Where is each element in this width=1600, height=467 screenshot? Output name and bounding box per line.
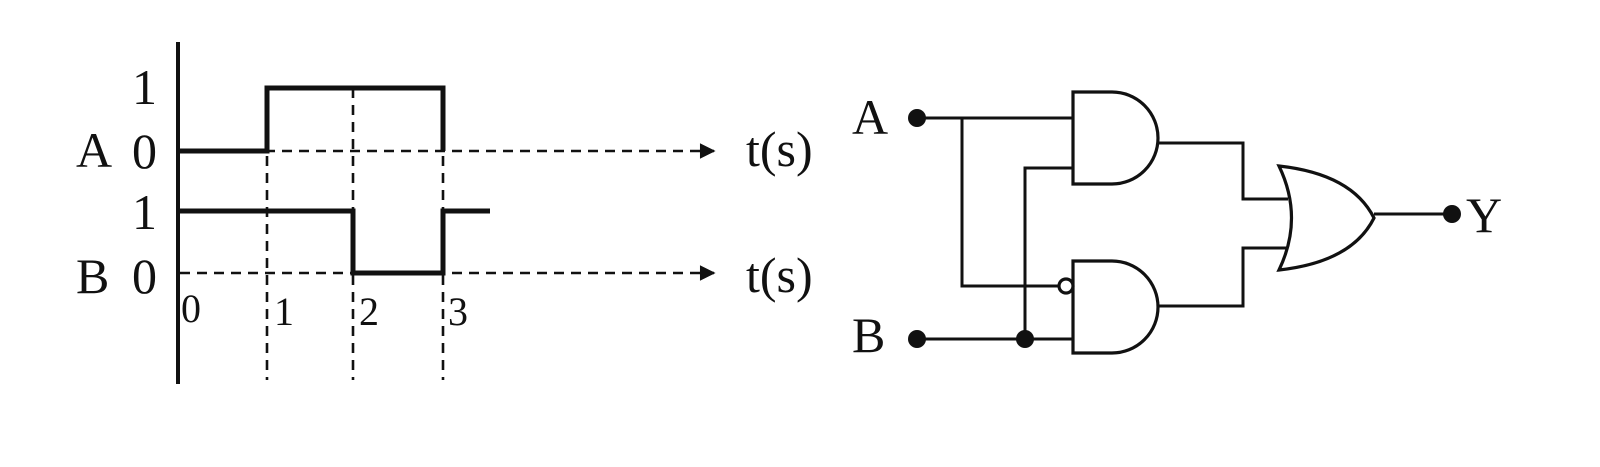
signal-b-waveform	[180, 208, 490, 276]
wire-and2-to-or	[1158, 246, 1288, 308]
time-axis-a-label: t(s)	[746, 121, 813, 177]
time-tick-2: 2	[359, 289, 379, 334]
time-tick-3: 3	[448, 289, 468, 334]
timing-diagram: A 1 0 B 1 0 t(s) t(s) 0 1 2 3	[76, 42, 813, 384]
input-a-label: A	[852, 89, 888, 145]
signal-b-high-label: 1	[132, 184, 157, 240]
or-gate	[1276, 164, 1376, 272]
inverter-bubble	[1057, 277, 1075, 295]
signal-a-waveform	[180, 85, 446, 154]
and-gate-2	[1071, 259, 1160, 355]
logic-circuit: A B Y	[852, 89, 1502, 363]
signal-a-low-label: 0	[132, 123, 157, 179]
and-gate-1	[1071, 90, 1160, 186]
time-axis-b-label: t(s)	[746, 247, 813, 303]
wire-and1-to-or	[1158, 141, 1288, 201]
time-tick-1: 1	[274, 289, 294, 334]
signal-a-high-label: 1	[132, 59, 157, 115]
wire-a-to-and2	[960, 118, 1060, 288]
time-tick-0: 0	[181, 286, 201, 331]
signal-b-low-label: 0	[132, 248, 157, 304]
output-y-label: Y	[1466, 187, 1502, 243]
signal-a-name: A	[76, 122, 112, 178]
wire-b-to-and1	[1023, 166, 1073, 339]
input-b-label: B	[852, 307, 885, 363]
signal-b-name: B	[76, 248, 109, 304]
